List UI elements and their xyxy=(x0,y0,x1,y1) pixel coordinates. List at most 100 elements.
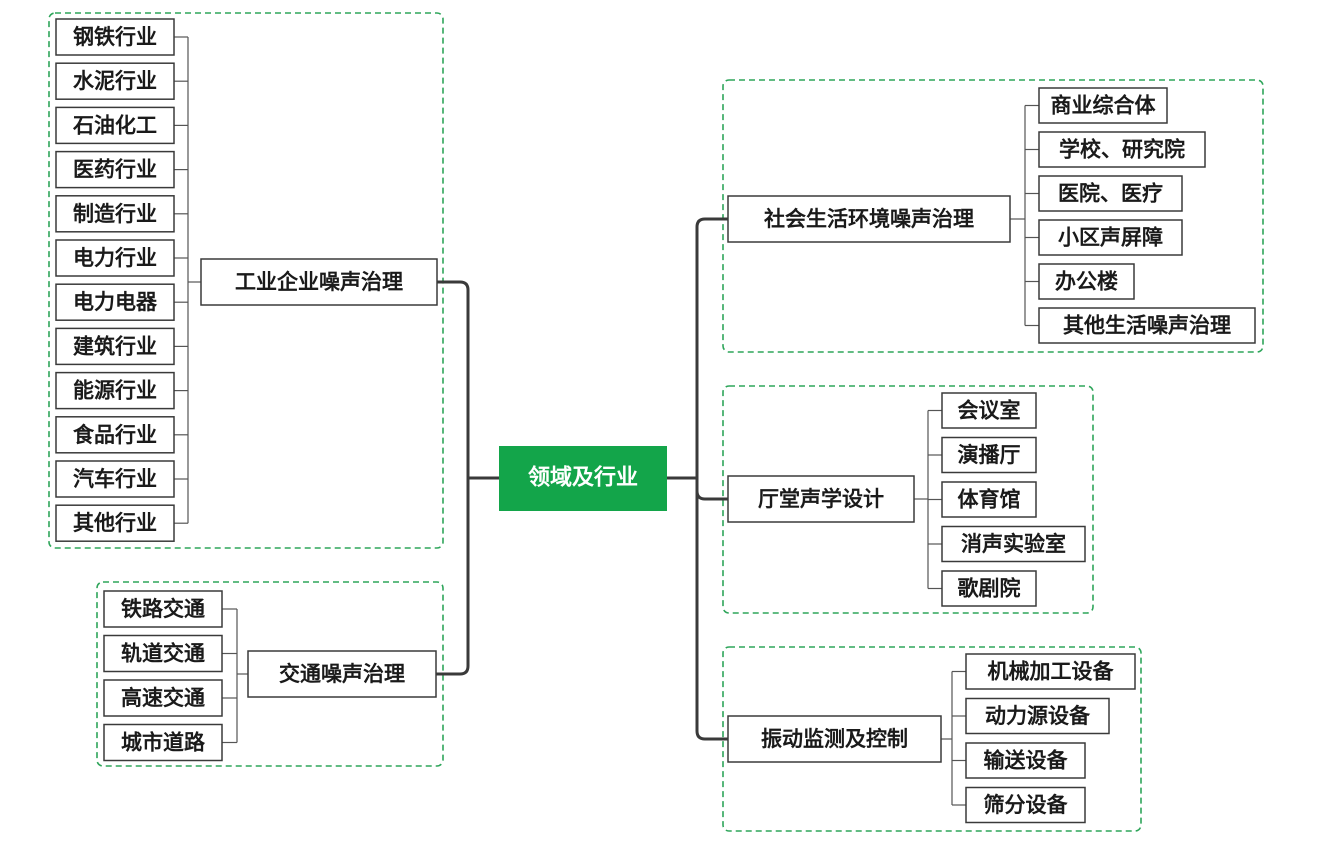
leaf-node-box xyxy=(1038,175,1183,212)
leaf-node-box xyxy=(941,392,1037,429)
leaf-node-hall-acoustics[interactable]: 歌剧院 xyxy=(941,570,1037,607)
leaf-node-label: 其他行业 xyxy=(73,511,157,535)
branch-node-vibration-control[interactable]: 振动监测及控制 xyxy=(727,715,942,763)
leaf-node-box xyxy=(965,786,1086,824)
leaf-node-label: 钢铁行业 xyxy=(73,25,157,49)
leaf-node-label: 汽车行业 xyxy=(73,467,157,491)
leaf-node-label: 学校、研究院 xyxy=(1059,138,1185,162)
leaf-node-box xyxy=(103,590,223,628)
leaf-node-industrial-noise[interactable]: 能源行业 xyxy=(55,371,175,410)
leaf-node-label: 小区声屏障 xyxy=(1058,226,1163,250)
branch-node-box xyxy=(247,650,437,698)
leaf-node-label: 食品行业 xyxy=(73,423,157,447)
leaf-node-traffic-noise[interactable]: 铁路交通 xyxy=(103,590,223,628)
leaf-node-hall-acoustics[interactable]: 会议室 xyxy=(941,392,1037,429)
leaf-node-label: 会议室 xyxy=(958,399,1021,423)
diagram-nodes: 工业企业噪声治理 钢铁行业水泥行业石油化工医药行业制造行业电力行业电力电器建筑行业… xyxy=(55,18,1256,824)
leaf-node-label: 动力源设备 xyxy=(985,704,1091,728)
leaf-node-social-life-noise[interactable]: 小区声屏障 xyxy=(1038,219,1183,256)
branch-node-box xyxy=(727,475,915,523)
leaf-node-box xyxy=(1038,263,1135,300)
leaf-node-traffic-noise[interactable]: 高速交通 xyxy=(103,679,223,717)
connector-lines xyxy=(174,36,1039,806)
leaf-node-label: 制造行业 xyxy=(73,202,157,226)
branch-node-box xyxy=(727,715,942,763)
leaf-node-industrial-noise[interactable]: 建筑行业 xyxy=(55,327,175,366)
leaf-node-box xyxy=(1038,87,1168,124)
leaf-node-label: 铁路交通 xyxy=(121,597,205,621)
leaf-node-industrial-noise[interactable]: 制造行业 xyxy=(55,195,175,233)
branch-node-traffic-noise[interactable]: 交通噪声治理 xyxy=(247,650,437,698)
leaf-node-hall-acoustics[interactable]: 消声实验室 xyxy=(941,525,1086,563)
leaf-node-vibration-control[interactable]: 筛分设备 xyxy=(965,786,1086,824)
leaf-node-vibration-control[interactable]: 输送设备 xyxy=(965,742,1086,779)
leaf-node-label: 筛分设备 xyxy=(984,793,1069,817)
leaf-node-label: 医院、医疗 xyxy=(1058,182,1163,206)
leaf-node-social-life-noise[interactable]: 学校、研究院 xyxy=(1038,131,1206,168)
leaf-node-industrial-noise[interactable]: 钢铁行业 xyxy=(55,18,175,56)
leaf-node-industrial-noise[interactable]: 电力行业 xyxy=(55,239,175,277)
leaf-node-label: 办公楼 xyxy=(1055,270,1118,294)
central-node[interactable]: 领域及行业 xyxy=(499,446,667,511)
branch-node-box xyxy=(200,258,438,306)
leaf-node-industrial-noise[interactable]: 水泥行业 xyxy=(55,62,175,100)
leaf-node-box xyxy=(55,504,175,542)
leaf-node-box xyxy=(55,416,175,454)
leaf-node-vibration-control[interactable]: 动力源设备 xyxy=(965,697,1110,735)
branch-node-industrial-noise[interactable]: 工业企业噪声治理 xyxy=(200,258,438,306)
group-frame-traffic xyxy=(96,581,444,767)
branch-node-box xyxy=(727,195,1011,243)
leaf-node-vibration-control[interactable]: 机械加工设备 xyxy=(965,653,1136,690)
leaf-node-social-life-noise[interactable]: 商业综合体 xyxy=(1038,87,1168,124)
leaf-node-industrial-noise[interactable]: 电力电器 xyxy=(55,283,175,321)
leaf-node-social-life-noise[interactable]: 医院、医疗 xyxy=(1038,175,1183,212)
leaf-node-box xyxy=(103,679,223,717)
leaf-node-label: 体育馆 xyxy=(958,488,1021,512)
leaf-node-hall-acoustics[interactable]: 体育馆 xyxy=(941,481,1037,518)
leaf-node-label: 城市道路 xyxy=(121,731,206,755)
leaf-node-social-life-noise[interactable]: 其他生活噪声治理 xyxy=(1038,307,1256,344)
branch-node-social-life-noise[interactable]: 社会生活环境噪声治理 xyxy=(727,195,1011,243)
leaf-node-traffic-noise[interactable]: 轨道交通 xyxy=(103,634,223,673)
leaf-node-box xyxy=(55,195,175,233)
leaf-node-box xyxy=(55,283,175,321)
branch-node-label: 振动监测及控制 xyxy=(761,727,908,751)
leaf-node-label: 电力行业 xyxy=(73,246,157,270)
leaf-node-label: 电力电器 xyxy=(73,290,158,314)
leaf-node-box xyxy=(103,723,223,762)
leaf-node-industrial-noise[interactable]: 医药行业 xyxy=(55,150,175,189)
central-node-box xyxy=(499,446,667,511)
group-frame-hall-acoustics xyxy=(722,385,1094,614)
leaf-node-box xyxy=(55,460,175,498)
leaf-node-social-life-noise[interactable]: 办公楼 xyxy=(1038,263,1135,300)
leaf-node-box xyxy=(55,327,175,366)
leaf-node-box xyxy=(965,697,1110,735)
leaf-node-label: 其他生活噪声治理 xyxy=(1063,314,1231,338)
leaf-node-industrial-noise[interactable]: 石油化工 xyxy=(55,106,175,145)
leaf-node-box xyxy=(55,106,175,145)
leaf-node-box xyxy=(965,653,1136,690)
leaf-node-label: 水泥行业 xyxy=(73,69,157,93)
leaf-node-box xyxy=(55,371,175,410)
leaf-node-label: 高速交通 xyxy=(121,686,205,710)
connector-center-to-vibration-control xyxy=(695,476,730,741)
leaf-node-label: 商业综合体 xyxy=(1051,94,1157,118)
leaf-node-box xyxy=(1038,219,1183,256)
leaf-node-traffic-noise[interactable]: 城市道路 xyxy=(103,723,223,762)
leaf-node-box xyxy=(965,742,1086,779)
leaf-node-industrial-noise[interactable]: 其他行业 xyxy=(55,504,175,542)
leaf-node-industrial-noise[interactable]: 食品行业 xyxy=(55,416,175,454)
connector-center-to-industrial-noise xyxy=(435,280,470,480)
group-frame-vibration xyxy=(722,646,1142,832)
leaf-node-label: 石油化工 xyxy=(72,113,157,137)
branch-node-hall-acoustics[interactable]: 厅堂声学设计 xyxy=(727,475,915,523)
leaf-node-box xyxy=(55,150,175,189)
connector-center-to-social-life-noise xyxy=(695,217,730,480)
group-frame-social-life xyxy=(722,79,1264,353)
branch-node-label: 社会生活环境噪声治理 xyxy=(763,207,974,231)
leaf-node-hall-acoustics[interactable]: 演播厅 xyxy=(941,436,1037,474)
leaf-node-label: 建筑行业 xyxy=(73,334,157,358)
leaf-node-box xyxy=(941,570,1037,607)
leaf-node-label: 能源行业 xyxy=(73,379,157,403)
leaf-node-industrial-noise[interactable]: 汽车行业 xyxy=(55,460,175,498)
